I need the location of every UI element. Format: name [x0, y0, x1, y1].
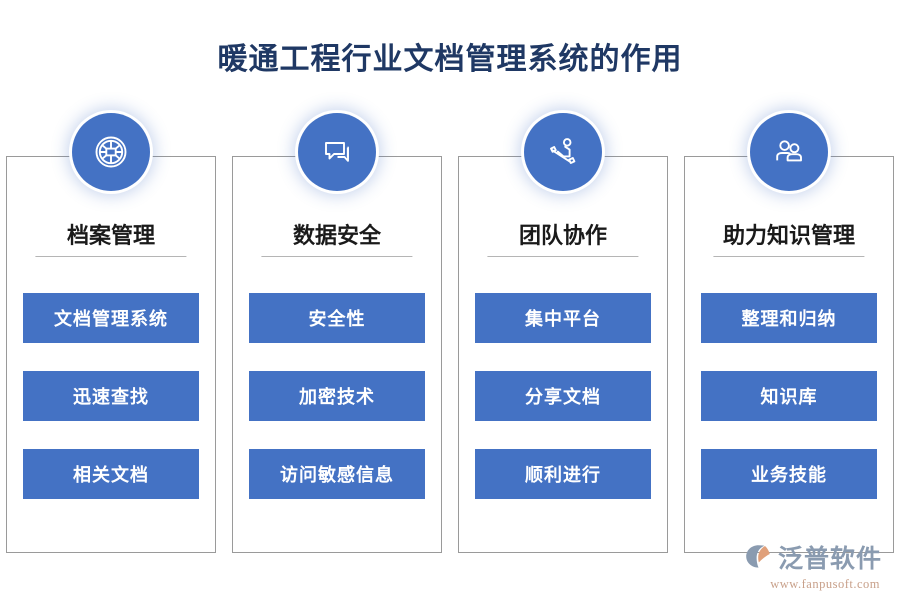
column-archive-management: 档案管理 文档管理系统 迅速查找 相关文档 [6, 113, 216, 553]
item-chip[interactable]: 集中平台 [474, 293, 652, 343]
columns-container: 档案管理 文档管理系统 迅速查找 相关文档 数据安全 安全性 加密技术 [6, 113, 894, 553]
rowing-person-icon [524, 113, 602, 191]
card-border-right [215, 156, 216, 553]
column-heading-rule [487, 256, 639, 257]
brand-logo: 泛普软件 www.fanpusoft.com [744, 543, 882, 592]
page-title: 暖通工程行业文档管理系统的作用 [217, 43, 683, 76]
logo-row: 泛普软件 [744, 543, 882, 575]
column-heading: 团队协作 [518, 223, 607, 248]
item-chip[interactable]: 安全性 [248, 293, 426, 343]
card-border-top-right [818, 156, 894, 157]
card-border-right [441, 156, 442, 553]
logo-name: 泛普软件 [777, 544, 882, 573]
column-knowledge-management: 助力知识管理 整理和归纳 知识库 业务技能 [684, 113, 894, 553]
item-chip[interactable]: 访问敏感信息 [248, 449, 426, 499]
column-heading-rule [261, 256, 413, 257]
column-data-security: 数据安全 安全性 加密技术 访问敏感信息 [232, 113, 442, 553]
globe-icon [72, 113, 150, 191]
fanpu-logo-mark [744, 543, 774, 575]
item-chip[interactable]: 文档管理系统 [22, 293, 200, 343]
card-border-top-left [458, 156, 534, 157]
item-chip[interactable]: 顺利进行 [474, 449, 652, 499]
card-border-bottom [458, 552, 668, 553]
card-border-left [458, 156, 459, 553]
card-border-top-left [684, 156, 760, 157]
card-border-top-right [140, 156, 216, 157]
column-heading-rule [713, 256, 865, 257]
item-chip[interactable]: 分享文档 [474, 371, 652, 421]
item-chip[interactable]: 整理和归纳 [700, 293, 878, 343]
item-chip[interactable]: 迅速查找 [22, 371, 200, 421]
item-chip[interactable]: 知识库 [700, 371, 878, 421]
users-icon [750, 113, 828, 191]
column-heading: 数据安全 [292, 223, 381, 248]
card-border-top-left [6, 156, 82, 157]
card-border-right [667, 156, 668, 553]
card-border-bottom [684, 552, 894, 553]
items-list: 集中平台 分享文档 顺利进行 [458, 293, 668, 499]
card-border-left [6, 156, 7, 553]
card-border-top-right [366, 156, 442, 157]
items-list: 整理和归纳 知识库 业务技能 [684, 293, 894, 499]
chat-bubbles-icon [298, 113, 376, 191]
item-chip[interactable]: 加密技术 [248, 371, 426, 421]
items-list: 安全性 加密技术 访问敏感信息 [232, 293, 442, 499]
column-heading: 助力知识管理 [722, 223, 855, 248]
column-heading: 档案管理 [66, 223, 155, 248]
column-team-collaboration: 团队协作 集中平台 分享文档 顺利进行 [458, 113, 668, 553]
logo-url: www.fanpusoft.com [770, 577, 880, 591]
card-border-top-right [592, 156, 668, 157]
card-border-left [684, 156, 685, 553]
card-border-top-left [232, 156, 308, 157]
card-border-left [232, 156, 233, 553]
item-chip[interactable]: 相关文档 [22, 449, 200, 499]
items-list: 文档管理系统 迅速查找 相关文档 [6, 293, 216, 499]
card-border-right [893, 156, 894, 553]
card-border-bottom [232, 552, 442, 553]
item-chip[interactable]: 业务技能 [700, 449, 878, 499]
column-heading-rule [35, 256, 187, 257]
card-border-bottom [6, 552, 216, 553]
